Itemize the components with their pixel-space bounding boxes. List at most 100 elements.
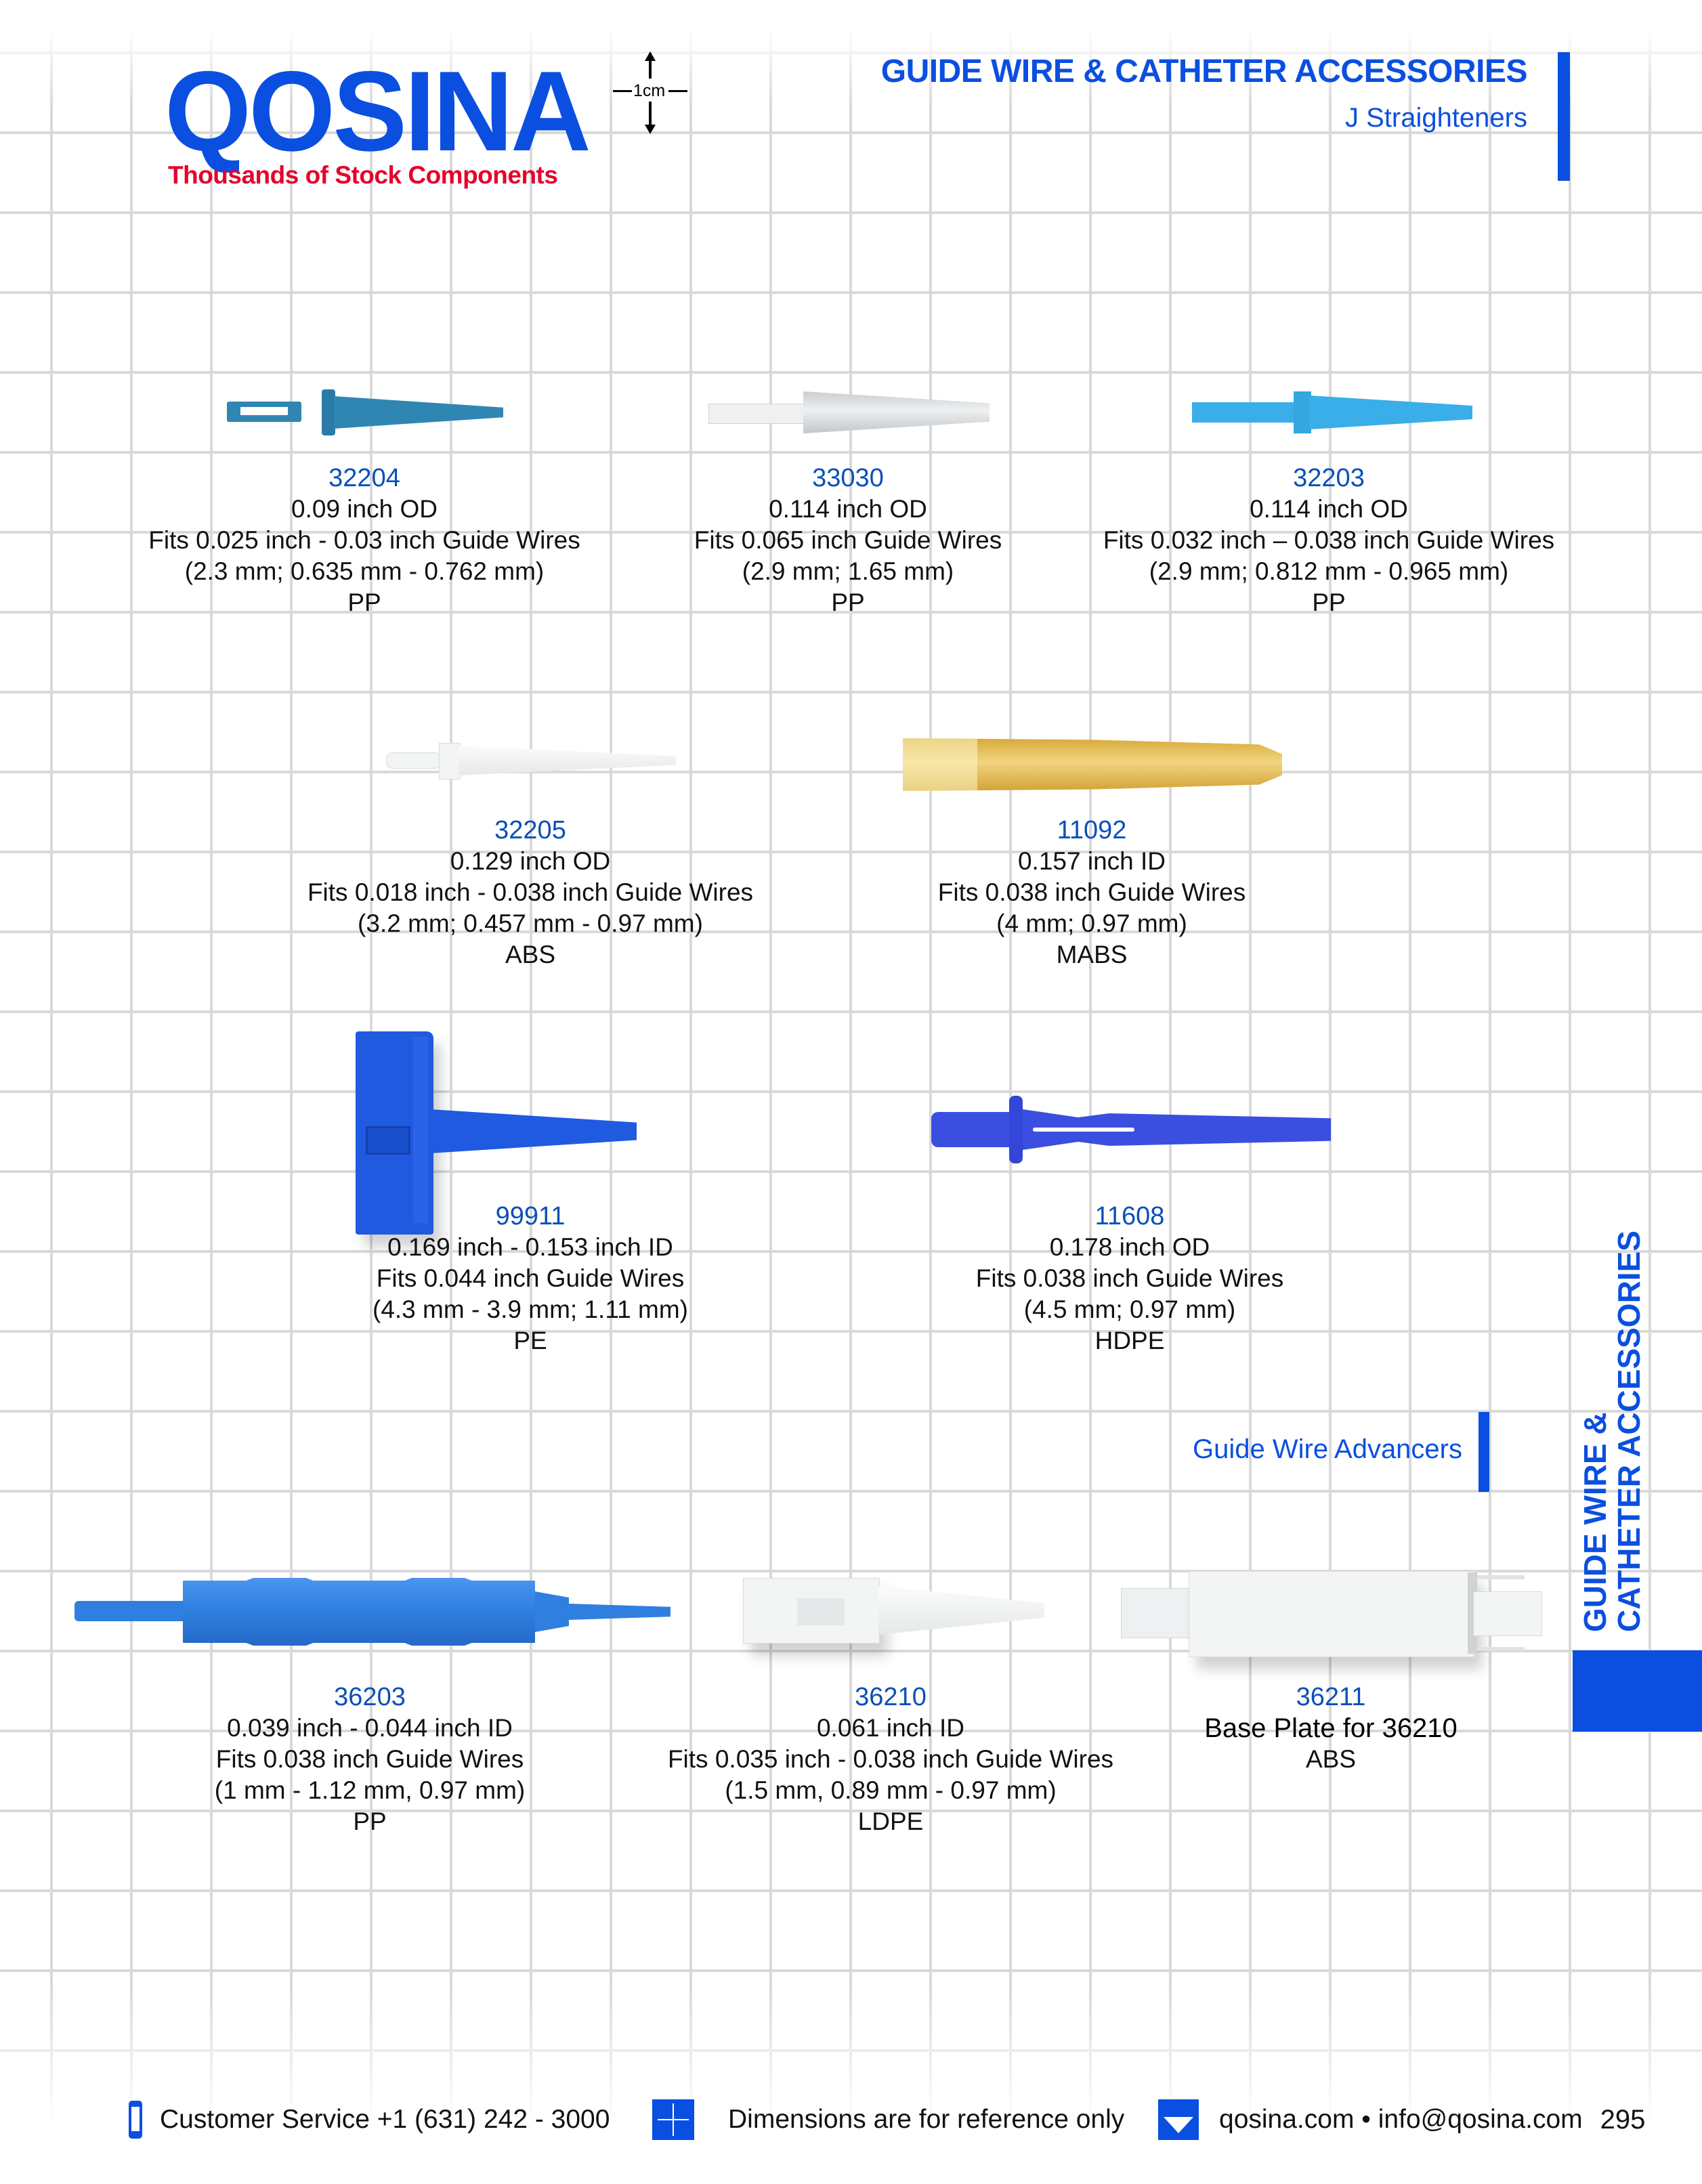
product-spec-fits: Fits 0.065 inch Guide Wires [694, 526, 1002, 554]
product-sku[interactable]: 36211 [1296, 1683, 1366, 1711]
product-spec-metric: (2.9 mm; 1.65 mm) [742, 557, 954, 585]
product-11092: 11092 0.157 inch ID Fits 0.038 inch Guid… [938, 815, 1246, 970]
product-spec-metric: (4.3 mm - 3.9 mm; 1.11 mm) [373, 1296, 688, 1323]
product-sku[interactable]: 33030 [812, 464, 884, 492]
product-image-36210 [743, 1578, 1048, 1644]
product-spec-od: 0.09 inch OD [291, 495, 438, 523]
product-sku[interactable]: 11092 [1057, 816, 1127, 844]
product-spec-od: 0.178 inch OD [1049, 1233, 1210, 1261]
product-image-32205 [386, 740, 677, 781]
dimensions-arrows-icon [652, 2099, 694, 2140]
product-image-99911 [356, 1031, 640, 1235]
product-11608: 11608 0.178 inch OD Fits 0.038 inch Guid… [976, 1201, 1283, 1356]
footer-dimensions-note: Dimensions are for reference only [652, 2096, 1124, 2143]
arrow-down-head-icon [645, 125, 656, 134]
product-sku[interactable]: 32205 [494, 816, 566, 844]
scale-indicator: 1cm [613, 51, 687, 134]
product-image-33030 [708, 391, 993, 433]
product-spec-metric: (4.5 mm; 0.97 mm) [1023, 1296, 1236, 1323]
customer-service-text[interactable]: Customer Service +1 (631) 242 - 3000 [160, 2105, 610, 2134]
dimensions-note-text: Dimensions are for reference only [728, 2105, 1125, 2134]
phone-icon [129, 2101, 142, 2139]
product-spec-metric: (2.3 mm; 0.635 mm - 0.762 mm) [184, 557, 545, 585]
section-subtitle: J Straighteners [1344, 103, 1527, 133]
product-sku[interactable]: 36210 [855, 1683, 927, 1711]
section-title-guide-wire-advancers: Guide Wire Advancers [1193, 1434, 1462, 1464]
product-sku[interactable]: 11608 [1094, 1202, 1165, 1230]
product-32205: 32205 0.129 inch OD Fits 0.018 inch - 0.… [307, 815, 753, 970]
product-spec-fits: Fits 0.032 inch – 0.038 inch Guide Wires [1103, 526, 1555, 554]
product-material: PP [353, 1807, 387, 1835]
product-material: PP [347, 588, 381, 616]
footer: Customer Service +1 (631) 242 - 3000 Dim… [0, 2096, 1702, 2143]
product-spec-fits: Fits 0.018 inch - 0.038 inch Guide Wires [307, 878, 754, 906]
side-tab-marker [1573, 1650, 1702, 1732]
logo-tagline: Thousands of Stock Components [168, 161, 558, 189]
product-spec-fits: Fits 0.038 inch Guide Wires [215, 1745, 524, 1773]
product-image-11608 [931, 1096, 1334, 1163]
product-36211: 36211 Base Plate for 36210 ABS [1204, 1682, 1458, 1775]
product-image-36203 [75, 1578, 671, 1646]
product-material: MABS [1056, 941, 1128, 968]
envelope-icon [1158, 2099, 1199, 2140]
product-32204: 32204 0.09 inch OD Fits 0.025 inch - 0.0… [148, 463, 580, 618]
product-spec-id: 0.061 inch ID [816, 1714, 965, 1742]
product-36210: 36210 0.061 inch ID Fits 0.035 inch - 0.… [668, 1682, 1113, 1837]
scale-arrow-up-icon [649, 53, 652, 79]
product-material: PP [831, 588, 865, 616]
product-spec-metric: (3.2 mm; 0.457 mm - 0.97 mm) [358, 909, 703, 937]
product-32203: 32203 0.114 inch OD Fits 0.032 inch – 0.… [1103, 463, 1554, 618]
product-image-36211 [1121, 1571, 1548, 1657]
product-sku[interactable]: 36203 [334, 1683, 406, 1711]
page-number: 295 [1600, 2104, 1646, 2135]
product-material: ABS [1305, 1745, 1357, 1773]
product-sku[interactable]: 32204 [328, 464, 400, 492]
scale-arrow-left-icon [613, 90, 632, 92]
product-spec-fits: Fits 0.038 inch Guide Wires [937, 878, 1246, 906]
header-accent-bar [1558, 52, 1570, 181]
product-spec-id: 0.039 inch - 0.044 inch ID [227, 1714, 513, 1742]
product-image-11092-hub [903, 738, 977, 791]
product-spec-metric: (2.9 mm; 0.812 mm - 0.965 mm) [1149, 557, 1509, 585]
side-tab-line-1: GUIDE WIRE & [1577, 1412, 1613, 1632]
product-33030: 33030 0.114 inch OD Fits 0.065 inch Guid… [694, 463, 1002, 618]
product-spec-od: 0.114 inch OD [769, 495, 927, 523]
product-image-32204 [227, 389, 505, 437]
side-tab-label: GUIDE WIRE & CATHETER ACCESSORIES [1577, 1230, 1646, 1632]
page-title: GUIDE WIRE & CATHETER ACCESSORIES [880, 53, 1528, 89]
footer-contact: qosina.com • info@qosina.com 295 [1158, 2096, 1645, 2143]
scale-arrow-right-icon [668, 90, 687, 92]
product-spec-id: 0.157 inch ID [1017, 847, 1166, 875]
product-spec-od: 0.114 inch OD [1250, 495, 1408, 523]
scale-label: 1cm [633, 81, 666, 100]
product-material: HDPE [1094, 1327, 1165, 1354]
product-spec-metric: (1.5 mm, 0.89 mm - 0.97 mm) [725, 1776, 1057, 1804]
contact-text[interactable]: qosina.com • info@qosina.com [1219, 2105, 1583, 2134]
product-spec-metric: (1 mm - 1.12 mm, 0.97 mm) [214, 1776, 526, 1804]
product-description: Base Plate for 36210 [1204, 1713, 1458, 1743]
product-material: PE [513, 1327, 547, 1354]
qosina-logo: QOSINA [165, 47, 591, 175]
product-spec-fits: Fits 0.044 inch Guide Wires [376, 1264, 685, 1292]
product-material: PP [1312, 588, 1346, 616]
product-sku[interactable]: 32203 [1293, 464, 1365, 492]
product-99911: 99911 0.169 inch - 0.153 inch ID Fits 0.… [373, 1201, 688, 1356]
product-spec-id: 0.169 inch - 0.153 inch ID [387, 1233, 673, 1261]
section-accent-bar [1478, 1412, 1489, 1492]
arrow-up-head-icon [645, 51, 656, 61]
product-material: ABS [505, 941, 556, 968]
grid-fade-top [0, 0, 1702, 108]
footer-customer-service: Customer Service +1 (631) 242 - 3000 [129, 2096, 610, 2143]
product-spec-fits: Fits 0.035 inch - 0.038 inch Guide Wires [667, 1745, 1114, 1773]
product-36203: 36203 0.039 inch - 0.044 inch ID Fits 0.… [215, 1682, 525, 1837]
grid-fade-bottom [0, 1984, 1702, 2184]
product-spec-fits: Fits 0.038 inch Guide Wires [975, 1264, 1284, 1292]
product-spec-fits: Fits 0.025 inch - 0.03 inch Guide Wires [148, 526, 580, 554]
product-material: LDPE [857, 1807, 924, 1835]
side-tab-line-2: CATHETER ACCESSORIES [1611, 1230, 1646, 1632]
product-image-32203 [1192, 391, 1476, 433]
scale-arrow-down-icon [649, 102, 652, 129]
product-sku[interactable]: 99911 [495, 1202, 566, 1230]
product-spec-metric: (4 mm; 0.97 mm) [996, 909, 1187, 937]
